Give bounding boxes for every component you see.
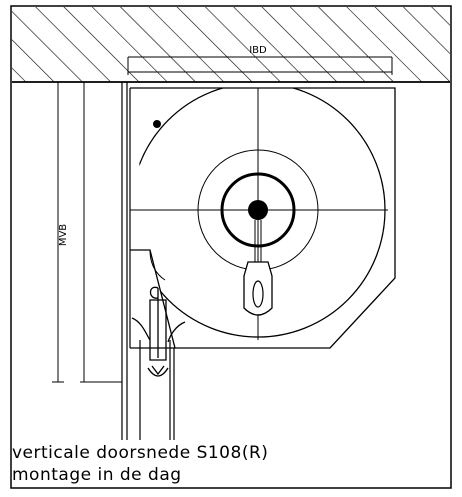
frame-border [10,5,452,489]
side-rail [121,82,175,440]
counterweight-icon [243,261,273,316]
ibd-label: IBD [249,45,267,56]
shutter-guide [131,286,186,377]
screw-icon [153,120,161,128]
mvb-dimension: MVB [52,82,122,383]
ceiling-hatch [12,7,450,82]
caption-line-2: montage in de dag [12,465,182,485]
caption-line-1: verticale doorsnede S108(R) [12,443,269,463]
mvb-label: MVB [58,224,69,246]
ibd-dimension: IBD [127,45,393,75]
